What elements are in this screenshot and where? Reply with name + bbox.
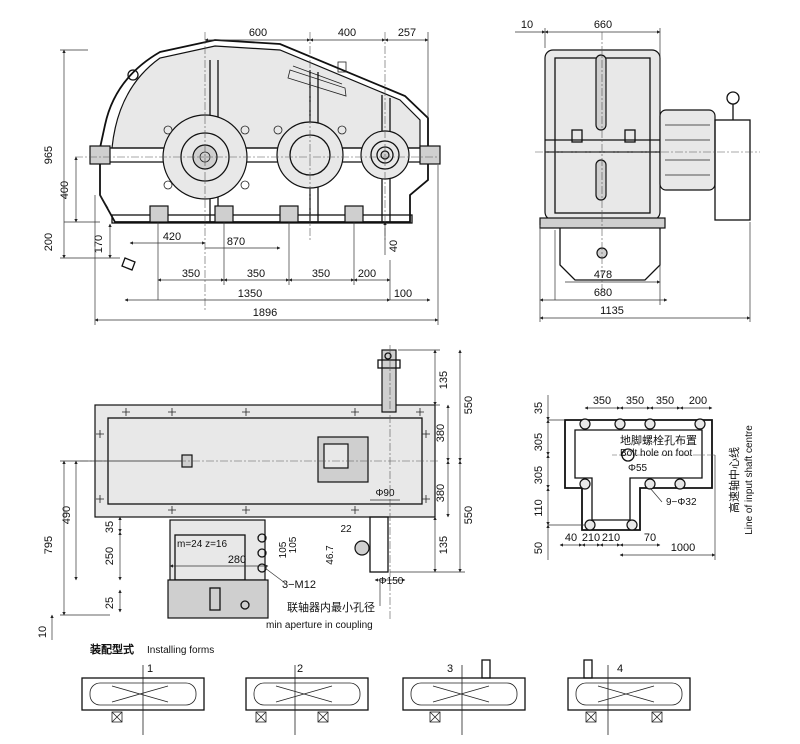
phi55-label: Φ55 xyxy=(628,463,648,474)
foot-dim-210-b: 210 xyxy=(602,532,620,544)
dim-phi90: Φ90 xyxy=(375,488,395,499)
form-3-number: 3 xyxy=(447,663,453,675)
dim-200-side: 200 xyxy=(43,233,55,251)
foot-outline xyxy=(564,419,713,531)
dim-400-top: 400 xyxy=(338,27,356,39)
front-view: 600 400 257 965 400 200 170 420 870 40 3… xyxy=(43,27,441,325)
dim-250-plan: 250 xyxy=(104,547,116,565)
dim-200-feet: 200 xyxy=(358,268,376,280)
dim-350-a: 350 xyxy=(182,268,200,280)
motor-eye-bolt-icon xyxy=(726,91,740,105)
dim-10-side: 10 xyxy=(521,19,533,31)
bolt-hole-en-label: Bolt hole on foot xyxy=(620,448,692,459)
coupling-cn-label: 联轴器内最小孔径 xyxy=(287,600,375,614)
foot-dim-350-b: 350 xyxy=(626,395,644,407)
dim-105-b: 105 xyxy=(288,536,299,553)
dim-phi150: Φ150 xyxy=(379,576,404,587)
installing-forms: 装配型式 Installing forms 1 2 xyxy=(81,642,691,735)
side-motor xyxy=(714,119,751,221)
front-cover xyxy=(111,45,421,149)
dim-870: 870 xyxy=(227,236,245,248)
bolt-hole-cn-label: 地脚螺栓孔布置 xyxy=(620,433,697,447)
dim-660: 660 xyxy=(594,19,612,31)
form-4-number: 4 xyxy=(617,663,623,675)
dim-350-b: 350 xyxy=(247,268,265,280)
side-view: 10 660 478 680 1135 xyxy=(515,19,760,322)
lifting-lug-icon xyxy=(127,69,139,81)
installing-forms-cn-title: 装配型式 xyxy=(89,642,134,656)
right-flange xyxy=(419,145,441,165)
oil-drain-plug xyxy=(121,257,136,271)
dim-135-bottom: 135 xyxy=(438,536,450,554)
installing-form-4: 4 xyxy=(567,659,691,735)
front-housing xyxy=(99,39,439,223)
dim-10-plan: 10 xyxy=(37,626,49,638)
installing-form-3: 3 xyxy=(402,659,526,735)
dim-1135: 1135 xyxy=(600,305,624,317)
input-shaft xyxy=(381,349,397,413)
foot-view: 350 350 350 200 35 305 305 110 50 地脚螺栓孔布… xyxy=(533,395,755,560)
dim-35-plan: 35 xyxy=(104,521,116,533)
foot-dim-200: 200 xyxy=(689,395,707,407)
installing-form-2: 2 xyxy=(245,663,369,735)
shaft-centre-cn-label: 高速轴中心线 xyxy=(727,447,741,513)
foot-dim-350-c: 350 xyxy=(656,395,674,407)
foot-dim-110: 110 xyxy=(533,499,545,517)
dim-680: 680 xyxy=(594,287,612,299)
dim-400-side: 400 xyxy=(59,181,71,199)
gear-spec-label: m=24 z=16 xyxy=(177,539,227,550)
form-1-number: 1 xyxy=(147,663,153,675)
foot-dim-1000: 1000 xyxy=(671,542,695,554)
left-flange xyxy=(89,145,111,165)
dim-795: 795 xyxy=(43,536,55,554)
bolts-3-m12-label: 3−M12 xyxy=(282,579,316,591)
dim-600: 600 xyxy=(249,27,267,39)
dim-22: 22 xyxy=(340,524,352,535)
holes-9-phi32-label: 9−Φ32 xyxy=(666,497,697,508)
shaft-centre-en-label: Line of input shaft centre xyxy=(744,425,755,535)
dim-1896: 1896 xyxy=(253,307,277,319)
motor-body xyxy=(169,519,266,581)
dim-257: 257 xyxy=(398,27,416,39)
side-coupling xyxy=(659,109,716,191)
dim-40: 40 xyxy=(388,240,400,252)
dim-1350: 1350 xyxy=(238,288,262,300)
foot-bolt-holes xyxy=(579,418,706,531)
dim-380-top: 380 xyxy=(435,424,447,442)
dim-100: 100 xyxy=(394,288,412,300)
plan-view: m=24 z=16 135 550 380 380 550 135 490 79… xyxy=(37,345,475,640)
foot-dim-305-b: 305 xyxy=(533,466,545,484)
dim-380-bottom: 380 xyxy=(435,484,447,502)
dim-478: 478 xyxy=(594,269,612,281)
foot-dim-35: 35 xyxy=(533,402,545,414)
foot-dim-350-a: 350 xyxy=(593,395,611,407)
dim-965: 965 xyxy=(43,146,55,164)
plan-bolts xyxy=(96,408,430,514)
dim-420: 420 xyxy=(163,231,181,243)
foot-dim-50: 50 xyxy=(533,542,545,554)
form-2-number: 2 xyxy=(297,663,303,675)
dim-135-top: 135 xyxy=(438,371,450,389)
coupling-en-label: min aperture in coupling xyxy=(266,620,373,631)
dim-490: 490 xyxy=(61,506,73,524)
motor-base xyxy=(167,579,269,619)
dim-170: 170 xyxy=(93,235,105,253)
dim-46-7: 46.7 xyxy=(325,545,336,565)
dim-105-a: 105 xyxy=(278,541,289,558)
dim-25-plan: 25 xyxy=(104,597,116,609)
dim-350-c: 350 xyxy=(312,268,330,280)
foot-dim-40: 40 xyxy=(565,532,577,544)
dim-280: 280 xyxy=(228,554,246,566)
foot-dim-210-a: 210 xyxy=(582,532,600,544)
dim-550-bottom: 550 xyxy=(463,506,475,524)
installing-form-1: 1 xyxy=(81,663,205,735)
installing-forms-en-title: Installing forms xyxy=(147,645,214,656)
dim-550-top: 550 xyxy=(463,396,475,414)
foot-dim-305-a: 305 xyxy=(533,433,545,451)
foot-dim-70: 70 xyxy=(644,532,656,544)
